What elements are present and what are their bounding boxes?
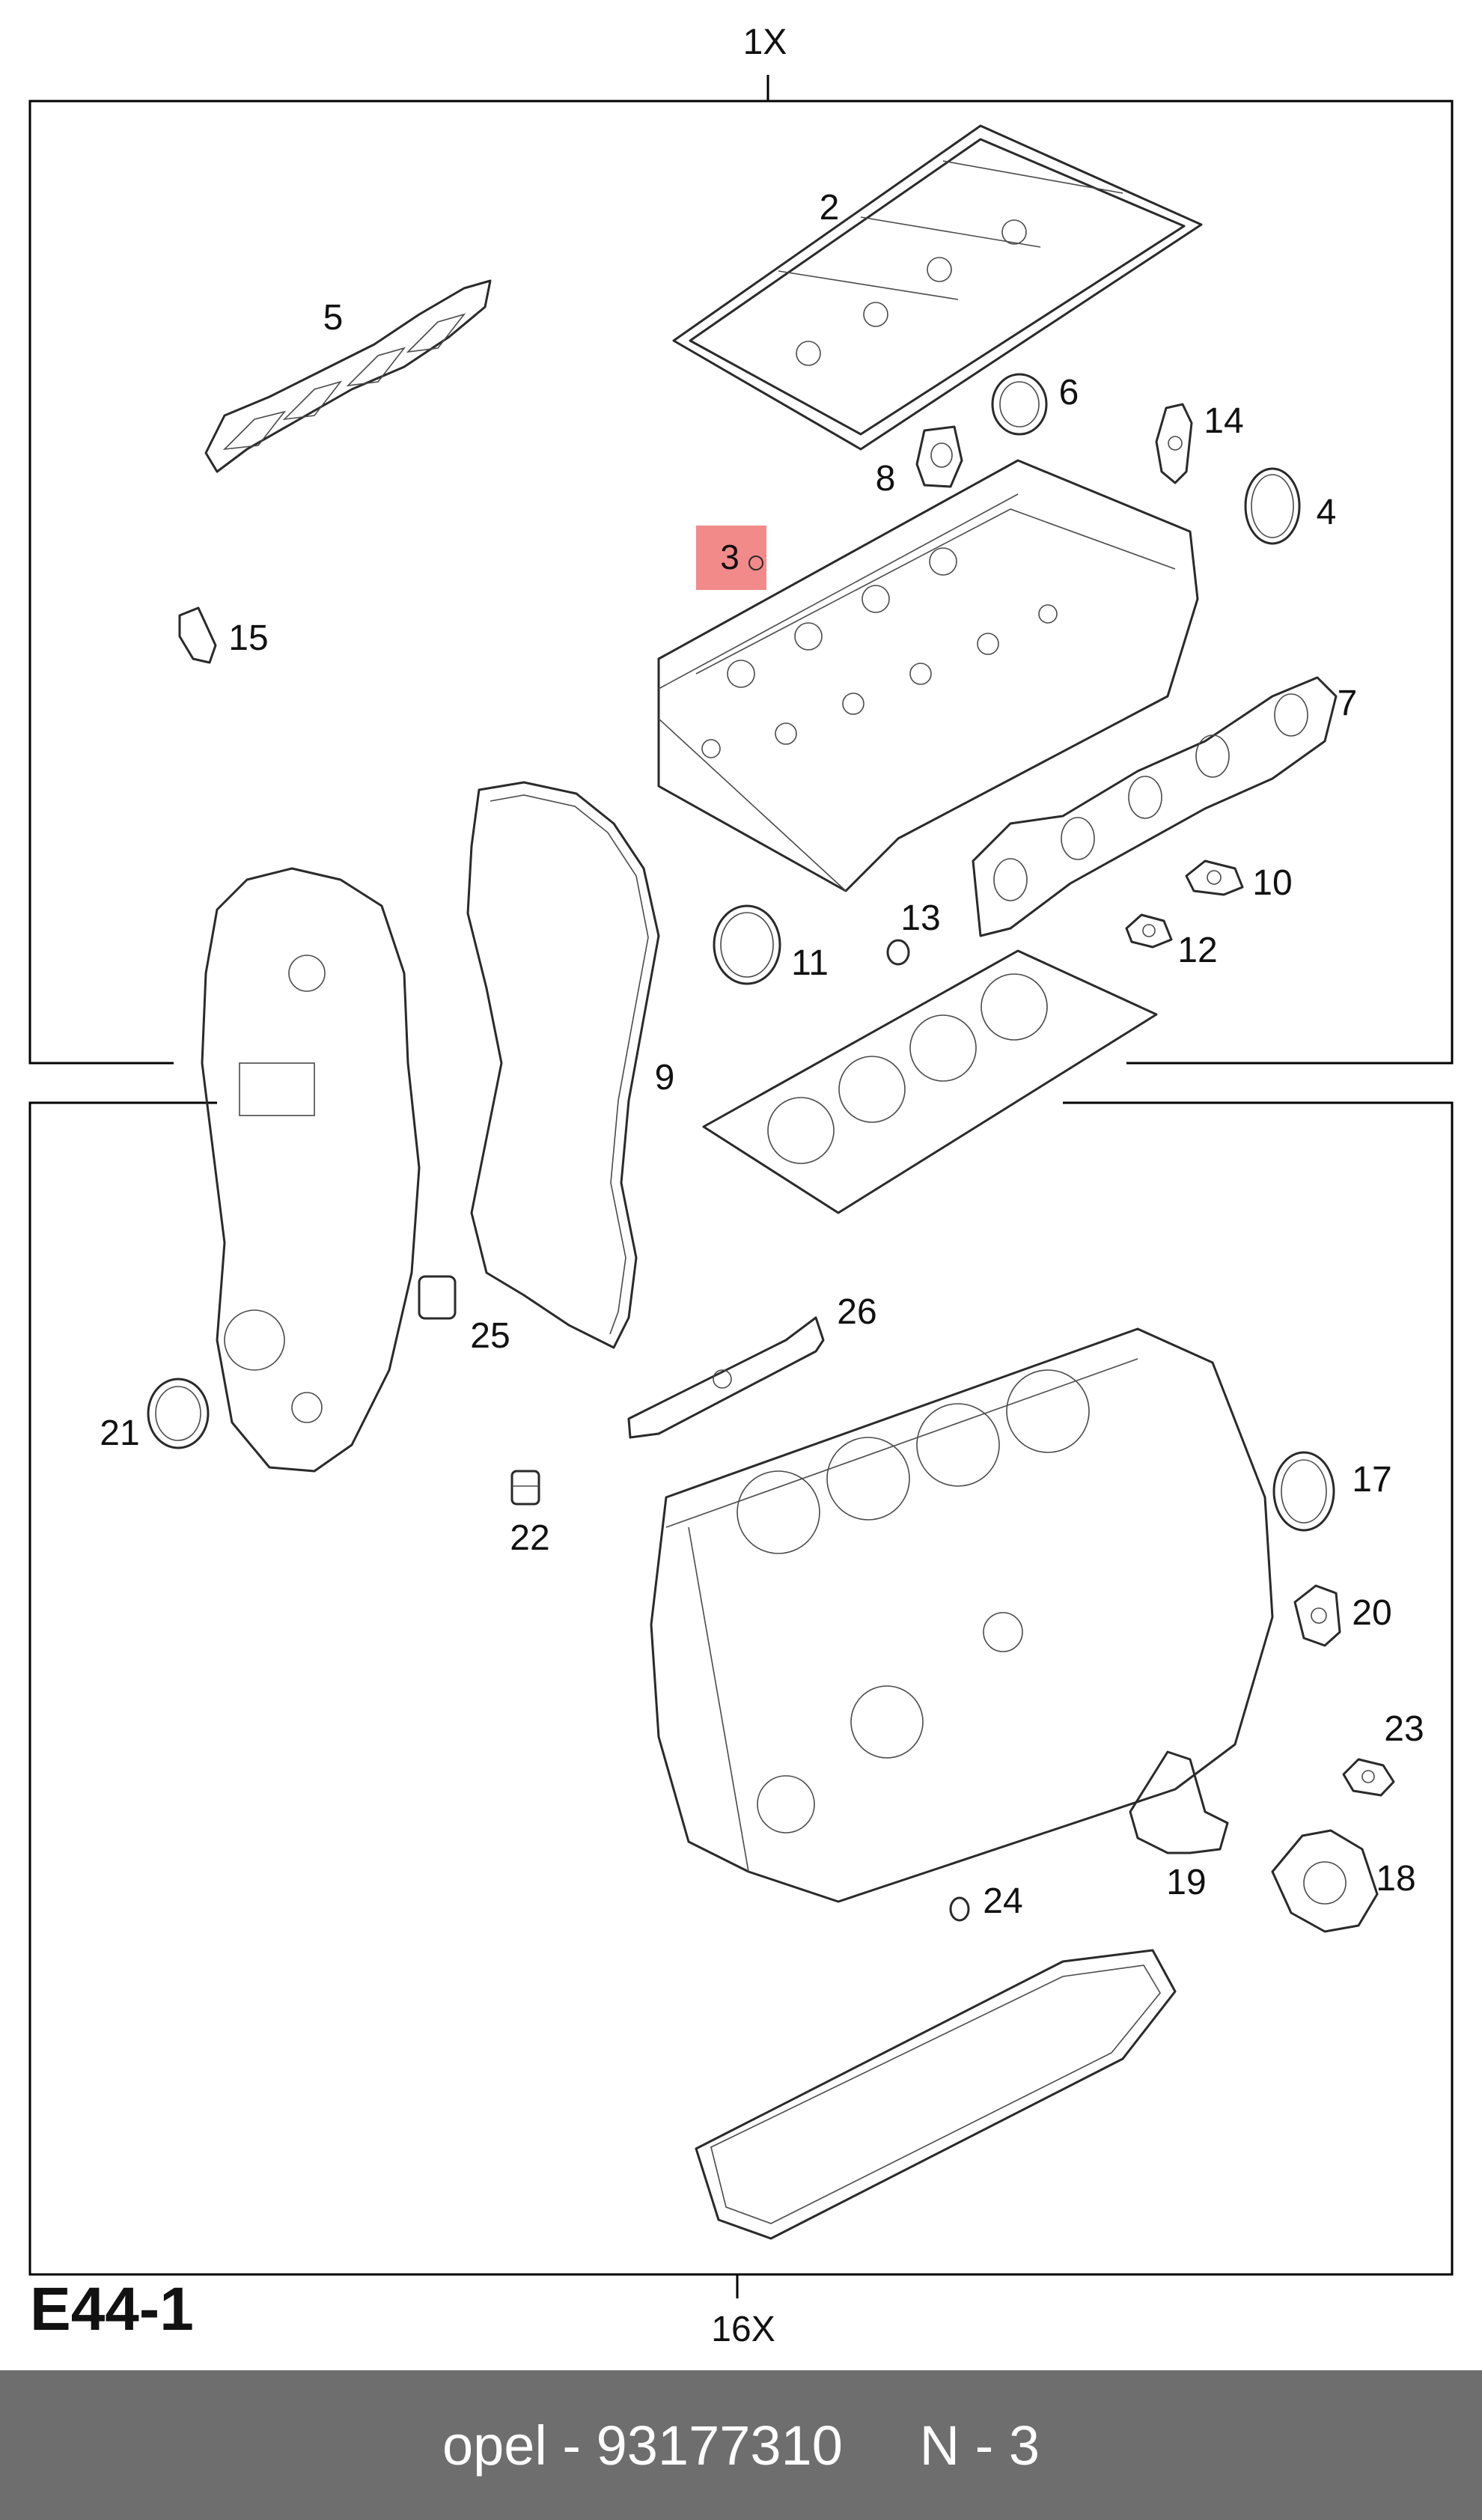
- callout-5: 5: [323, 298, 344, 338]
- callout-25: 25: [470, 1316, 510, 1356]
- callout-13: 13: [900, 898, 940, 938]
- callout-22: 22: [510, 1518, 549, 1558]
- callout-4: 4: [1317, 493, 1337, 532]
- part-15-gasket: [178, 606, 217, 664]
- part-5-intake-gasket: [204, 279, 492, 473]
- part-8-gasket: [915, 425, 963, 488]
- callout-labels: 2 3 4 5 6 7 8 9 10 11 12 13 14 15 17 18 …: [100, 188, 1424, 1921]
- part-13-o-ring: [886, 939, 910, 966]
- part-26-gasket: [627, 1316, 825, 1439]
- callout-19: 19: [1166, 1863, 1206, 1902]
- part-17-seal: [1272, 1451, 1335, 1532]
- part-19-gasket: [1129, 1750, 1229, 1854]
- part-9-timing-cover-gasket: [466, 781, 660, 1349]
- cylinder-head: [657, 459, 1199, 892]
- callout-9: 9: [655, 1058, 675, 1098]
- part-14-gasket: [1155, 403, 1193, 484]
- part-25-gasket: [418, 1275, 457, 1320]
- part-18-gasket: [1271, 1829, 1379, 1933]
- part-6-seal-ring: [991, 373, 1048, 436]
- callout-11: 11: [791, 943, 829, 983]
- part-22-plug: [510, 1470, 540, 1506]
- lower-frame: [28, 1101, 1454, 2298]
- engine-block: [650, 1327, 1274, 1903]
- part-11-o-ring: [713, 904, 781, 985]
- callout-24: 24: [983, 1881, 1022, 1921]
- callout-14: 14: [1204, 401, 1243, 441]
- callout-10: 10: [1252, 863, 1292, 903]
- figure-code: E44-1: [30, 2275, 194, 2343]
- part-7-exhaust-gasket: [972, 676, 1338, 937]
- part-21-seal: [147, 1378, 210, 1449]
- part-10-gasket: [1185, 859, 1244, 896]
- part-2-cover-gasket: [672, 124, 1203, 451]
- callout-3: 3: [720, 538, 740, 576]
- callout-26: 26: [837, 1292, 876, 1332]
- callout-18: 18: [1376, 1859, 1415, 1899]
- callout-23: 23: [1384, 1709, 1424, 1749]
- part-23-gasket: [1342, 1758, 1395, 1797]
- upper-frame: [28, 75, 1454, 1065]
- footer-part-number: opel - 93177310 N - 3: [442, 2414, 1040, 2477]
- part-24-o-ring: [949, 1896, 970, 1922]
- qty-top-label: 1X: [743, 22, 787, 62]
- part-4-o-ring: [1244, 467, 1301, 545]
- oil-pan-gasket: [695, 1949, 1177, 2240]
- callout-2: 2: [820, 188, 840, 228]
- callout-20: 20: [1352, 1593, 1391, 1633]
- footer-bar: opel - 93177310 N - 3: [0, 2370, 1482, 2520]
- callout-15: 15: [228, 618, 268, 658]
- qty-bottom-label: 16X: [711, 2310, 775, 2349]
- callout-12: 12: [1177, 931, 1217, 970]
- timing-cover: [201, 867, 421, 1473]
- head-gasket: [702, 949, 1158, 1214]
- callout-17: 17: [1352, 1460, 1391, 1500]
- part-20-gasket: [1293, 1584, 1341, 1647]
- part-12-gasket: [1125, 913, 1173, 949]
- callout-6: 6: [1059, 373, 1079, 413]
- callout-8: 8: [876, 459, 896, 499]
- part-3-highlight: [696, 526, 766, 590]
- callout-7: 7: [1338, 684, 1358, 723]
- callout-21: 21: [100, 1413, 139, 1453]
